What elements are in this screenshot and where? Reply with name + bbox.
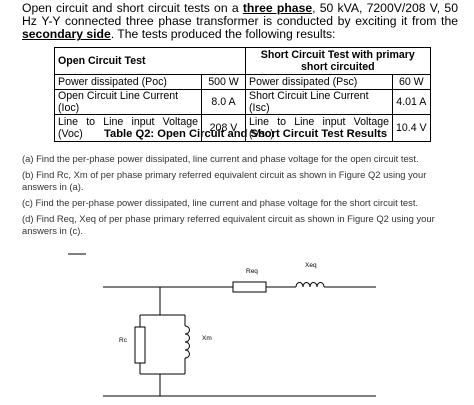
table-row: Power dissipated (Poc) 500 W Power dissi… bbox=[54, 74, 431, 90]
req-label: Req bbox=[246, 268, 258, 275]
sc-label-cell: Line to Line input Voltage (Vsc) bbox=[245, 114, 393, 142]
intro-text-3: . The tests produced the following resul… bbox=[110, 27, 336, 42]
xeq-label: Xeq bbox=[305, 262, 317, 269]
xm-label: Xm bbox=[202, 335, 212, 342]
sc-value-cell: 4.01 A bbox=[392, 89, 431, 115]
intro-text-1: Open circuit and short circuit tests on … bbox=[22, 1, 243, 15]
test-results-table: Open Circuit Test Short Circuit Test wit… bbox=[54, 47, 431, 142]
table-caption: Table Q2: Open Circuit and Short Circuit… bbox=[104, 128, 388, 140]
oc-label-cell: Power dissipated (Poc) bbox=[54, 74, 202, 90]
sc-label-cell: Power dissipated (Psc) bbox=[245, 74, 393, 90]
req-resistor bbox=[232, 281, 267, 293]
short-circuit-header: Short Circuit Test with primary short ci… bbox=[245, 47, 431, 75]
oc-value-cell: 8.0 A bbox=[201, 89, 246, 115]
problem-statement: Open circuit and short circuit tests on … bbox=[22, 1, 458, 42]
sc-value-cell: 60 W bbox=[392, 74, 431, 90]
intro-text-2: , 50 kVA, 7200V/208 V, 50 Hz Y-Y connect… bbox=[22, 1, 458, 29]
oc-label-cell: Open Circuit Line Current (Ioc) bbox=[54, 89, 202, 115]
sc-label-cell: Short Circuit Line Current (Isc) bbox=[245, 89, 393, 115]
question-d: (d) Find Req, Xeq of per phase primary r… bbox=[22, 213, 435, 236]
sc-value-cell: 10.4 V bbox=[392, 114, 431, 142]
question-a: (a) Find the per-phase power dissipated,… bbox=[22, 153, 419, 164]
equivalent-circuit-diagram: Req Xeq Rc Xm bbox=[68, 253, 376, 397]
oc-label-cell: Line to Line input Voltage (Voc) bbox=[54, 114, 202, 142]
intro-emphasis-three-phase: three phase bbox=[242, 1, 313, 15]
table-row: Open Circuit Line Current (Ioc) 8.0 A Sh… bbox=[54, 89, 431, 115]
rc-label: Rc bbox=[119, 337, 128, 344]
open-circuit-header: Open Circuit Test bbox=[54, 47, 246, 75]
intro-emphasis-secondary-side: secondary side bbox=[22, 27, 111, 42]
question-c: (c) Find the per-phase power dissipated,… bbox=[22, 197, 419, 208]
question-b: (b) Find Rc, Xm of per phase primary ref… bbox=[22, 169, 427, 192]
xeq-inductor bbox=[295, 282, 325, 288]
oc-value-cell: 500 W bbox=[201, 74, 246, 90]
rc-resistor bbox=[134, 326, 146, 364]
xm-inductor bbox=[184, 325, 190, 359]
table-header-row: Open Circuit Test Short Circuit Test wit… bbox=[54, 47, 431, 75]
table-row: Line to Line input Voltage (Voc) 208 V L… bbox=[54, 114, 431, 142]
